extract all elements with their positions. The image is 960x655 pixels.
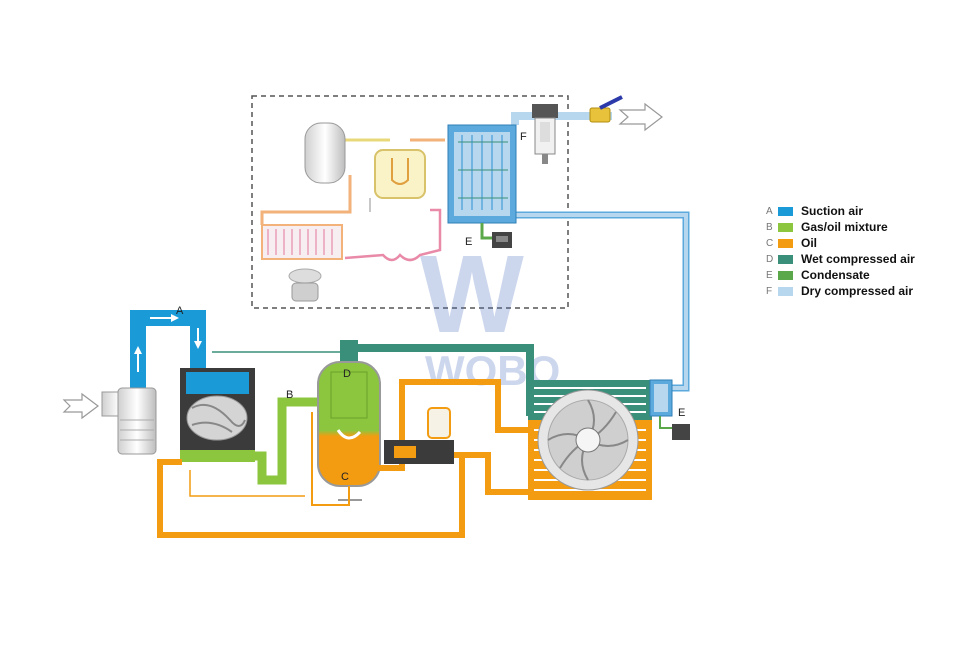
legend-item: F Dry compressed air [766, 283, 956, 299]
refrigerant-receiver [304, 122, 346, 184]
outlet-arrow [618, 102, 663, 132]
legend-swatch [778, 286, 793, 296]
label-f: F [520, 131, 527, 143]
legend-swatch [778, 270, 793, 280]
legend-letter: A [766, 205, 773, 217]
legend-item: C Oil [766, 235, 956, 251]
refrigeration-circuit [260, 138, 445, 262]
watermark-logo: W [420, 233, 524, 356]
inlet-arrow [62, 392, 99, 420]
condensate-drain-dryer [480, 223, 512, 248]
legend-item: A Suction air [766, 203, 956, 219]
aftercooler-separator [649, 379, 690, 440]
thermostatic-valve [384, 440, 454, 464]
legend-swatch [778, 206, 793, 216]
gas-oil-pipe [255, 397, 338, 485]
dryer-enclosure [251, 95, 569, 309]
legend-letter: C [766, 237, 774, 249]
dry-air-pipe-inner [515, 213, 688, 390]
legend-label: Dry compressed air [801, 284, 914, 298]
label-c: C [341, 471, 349, 483]
legend-swatch [778, 238, 793, 248]
legend-letter: E [766, 269, 773, 281]
dry-air-outlet-pipe [511, 112, 612, 125]
cooler-unit [528, 380, 652, 500]
label-e-dryer: E [465, 236, 472, 248]
filter-f [532, 104, 558, 164]
condenser-coil [261, 224, 343, 260]
legend-swatch [778, 222, 793, 232]
legend-label: Suction air [801, 204, 864, 218]
oil-separator [317, 340, 381, 501]
legend-label: Condensate [801, 268, 870, 282]
legend-label: Oil [801, 236, 818, 250]
legend-item: B Gas/oil mixture [766, 219, 956, 235]
legend-letter: F [766, 285, 773, 297]
watermark: W WOBO [420, 233, 560, 394]
label-e-cooler: E [678, 407, 685, 419]
oil-filter [427, 407, 451, 439]
label-d: D [343, 368, 351, 380]
label-a: A [176, 305, 184, 317]
ball-valve[interactable] [589, 95, 623, 123]
legend-item: D Wet compressed air [766, 251, 956, 267]
legend-swatch [778, 254, 793, 264]
dryer-heat-exchanger [447, 124, 517, 224]
legend-label: Gas/oil mixture [801, 220, 888, 234]
legend-item: E Condensate [766, 267, 956, 283]
condenser-fan [288, 268, 322, 302]
legend-letter: B [766, 221, 773, 233]
compressor-airend [180, 368, 255, 462]
air-intake-filter [101, 387, 157, 455]
refrigerant-compressor [374, 149, 426, 199]
legend-label: Wet compressed air [801, 252, 915, 266]
label-b: B [286, 389, 293, 401]
legend-letter: D [766, 253, 774, 265]
